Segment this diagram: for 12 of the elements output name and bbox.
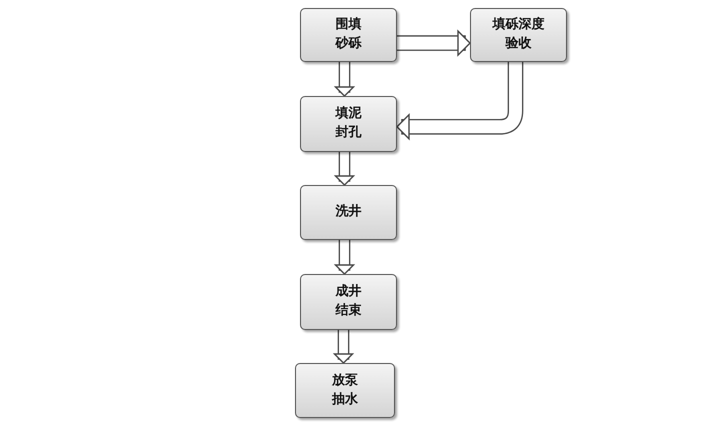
process-box xyxy=(470,8,567,62)
box-label: 成井结束 xyxy=(334,283,362,320)
process-box xyxy=(300,274,397,330)
process-box xyxy=(300,185,397,240)
box-label: 放泵抽水 xyxy=(331,372,359,408)
box-label: 围填砂砾 xyxy=(334,16,362,53)
box-label: 洗井 xyxy=(334,203,362,222)
box-label: 填泥封孔 xyxy=(334,105,362,142)
process-box xyxy=(300,96,397,152)
process-box xyxy=(295,363,395,418)
box-label: 填砾深度验收 xyxy=(492,16,546,53)
process-box xyxy=(300,8,397,62)
